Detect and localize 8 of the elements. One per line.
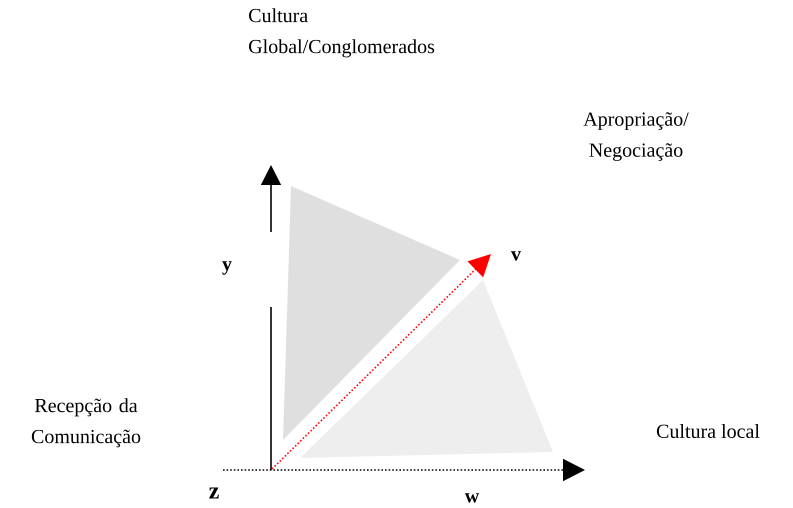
axis-label: Cultura local: [656, 424, 760, 438]
axis-label: Recepção da Comunicação: [32, 398, 140, 448]
axis-letter: z: [209, 488, 219, 498]
axis-letter: v: [511, 251, 521, 261]
axis-letter: w: [464, 493, 480, 503]
axis-label: Cultura Global/Conglomerados: [249, 8, 434, 58]
axis-letter: y: [222, 261, 232, 275]
axis-label: Apropriação/ Negociação: [583, 112, 689, 161]
